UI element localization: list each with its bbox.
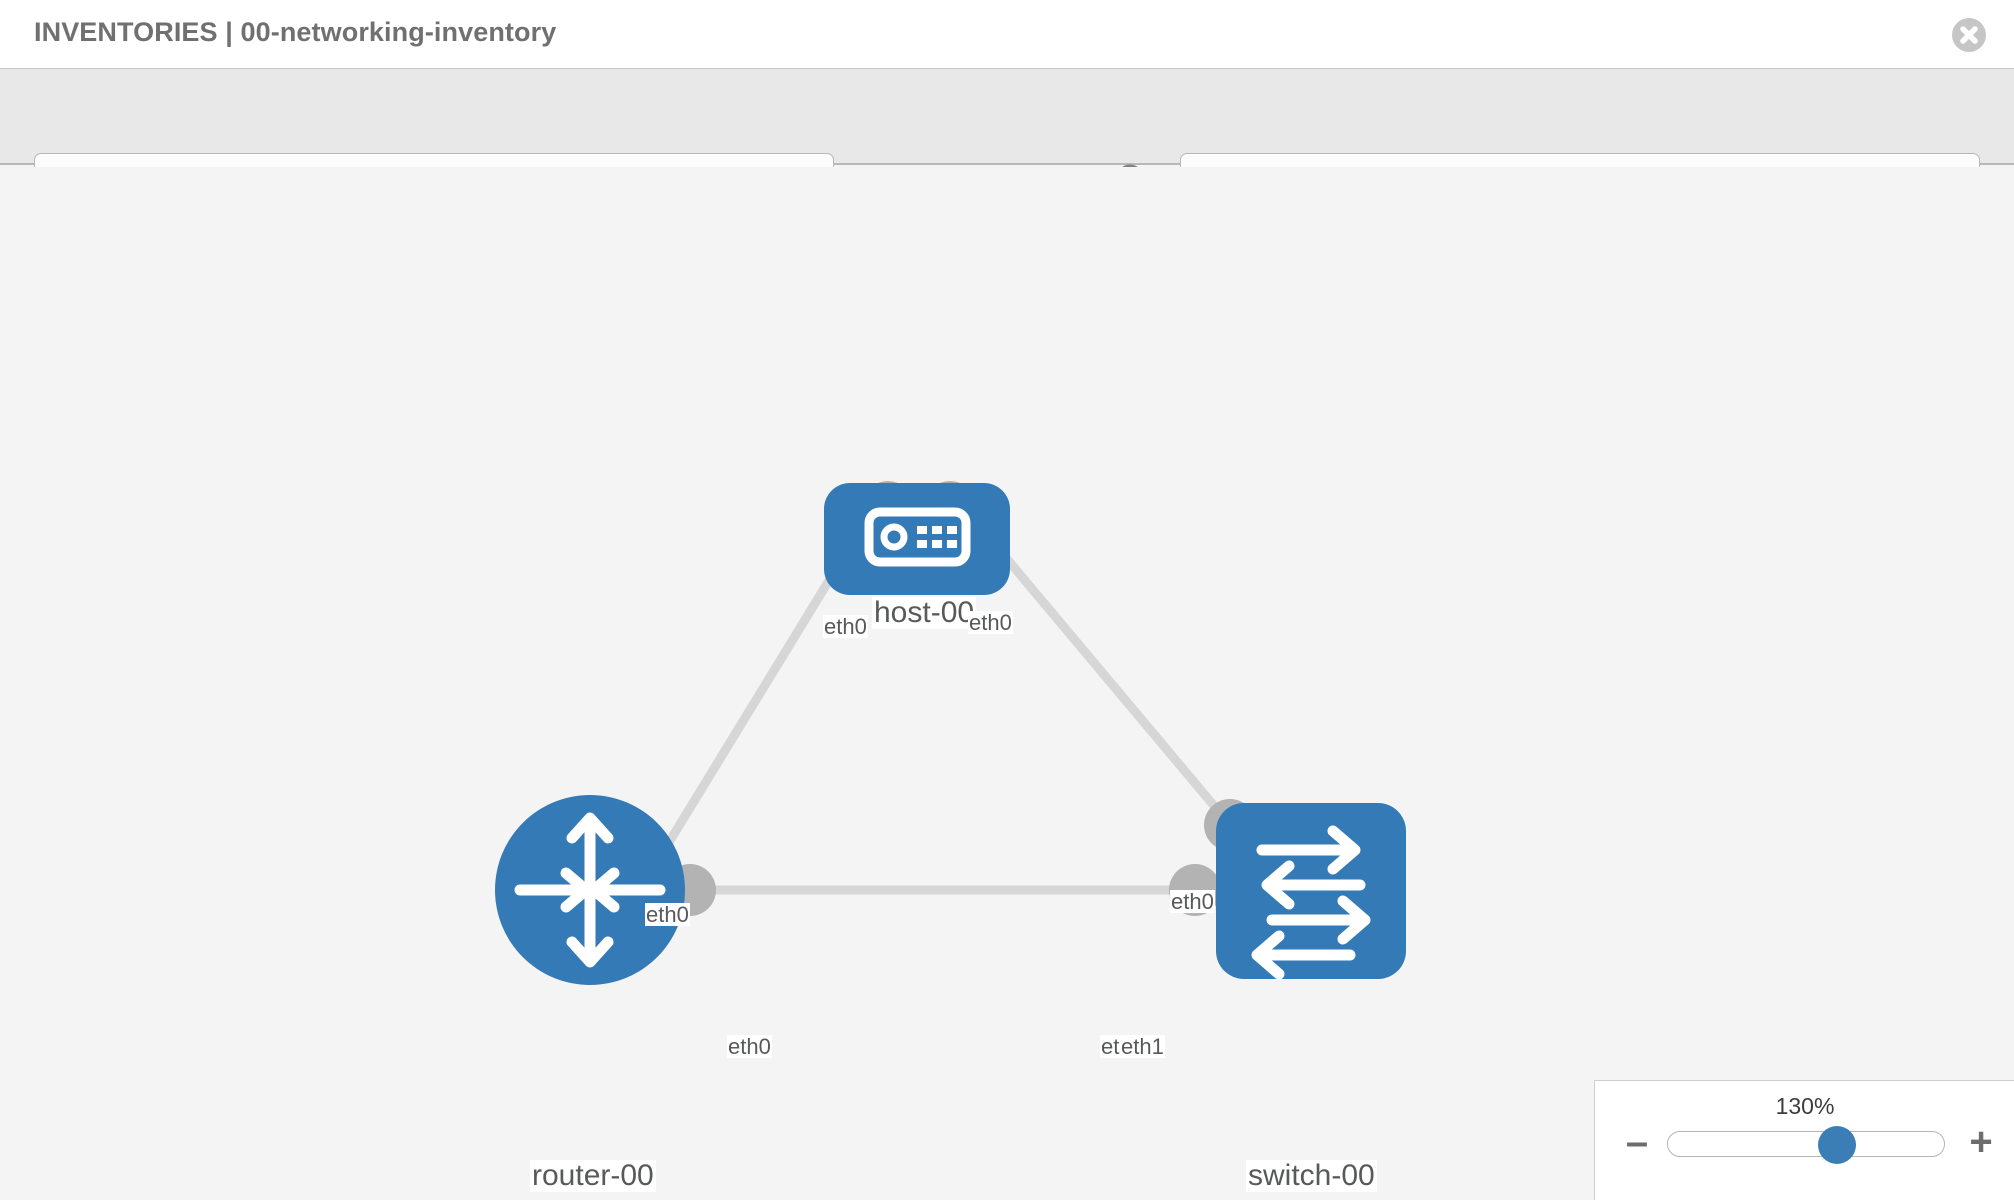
- zoom-percent-label: 130%: [1775, 1093, 1835, 1119]
- if-label-host-left-eth0: eth0: [823, 614, 868, 639]
- node-switch-00[interactable]: [1216, 803, 1406, 980]
- node-label-host-00: host-00: [872, 596, 977, 629]
- page-header: INVENTORIES | 00-networking-inventory: [0, 0, 2014, 69]
- zoom-control-panel: 130% – +: [1594, 1080, 2014, 1200]
- switch-arrows-icon: [1251, 825, 1371, 980]
- zoom-slider-thumb[interactable]: [1818, 1126, 1856, 1164]
- if-label-host-right-eth0: eth0: [968, 610, 1013, 635]
- topology-graph: [495, 481, 1406, 985]
- if-label-router-right-eth0: eth0: [727, 1034, 772, 1059]
- node-label-router-00: router-00: [530, 1159, 656, 1192]
- topology-canvas[interactable]: host-00 router-00 switch-00 eth0 eth0 et…: [0, 167, 2014, 1200]
- page-title: INVENTORIES | 00-networking-inventory: [34, 17, 557, 47]
- close-icon[interactable]: [1952, 18, 1986, 52]
- server-icon: [864, 507, 971, 567]
- if-label-router-up-eth0: eth0: [645, 902, 690, 927]
- zoom-in-button[interactable]: +: [1969, 1120, 1993, 1164]
- if-label-switch-up-eth0: eth0: [1170, 889, 1215, 914]
- if-label-switch-left-eth1: eth1: [1120, 1034, 1165, 1059]
- zoom-slider[interactable]: [1667, 1126, 1945, 1164]
- toolbar: ACTIONS SEARCH: [0, 69, 2014, 216]
- node-router-00[interactable]: [495, 795, 685, 985]
- node-host-00[interactable]: [824, 483, 1010, 595]
- router-arrows-icon: [514, 812, 666, 968]
- node-label-switch-00: switch-00: [1246, 1159, 1377, 1192]
- zoom-out-button[interactable]: –: [1625, 1120, 1649, 1164]
